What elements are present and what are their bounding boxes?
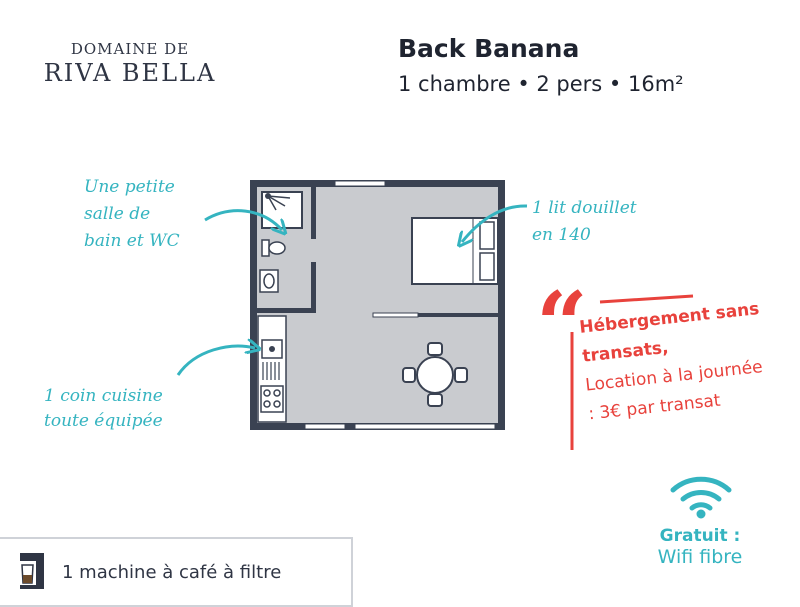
footer-text: 1 machine à café à filtre bbox=[62, 562, 282, 583]
bed-icon bbox=[411, 217, 499, 285]
wifi-icon bbox=[670, 476, 732, 519]
wifi-block: Gratuit : Wifi fibre bbox=[645, 470, 755, 568]
page-subtitle: 1 chambre • 2 pers • 16m² bbox=[398, 72, 684, 96]
kitchen-counter bbox=[257, 315, 287, 423]
wifi-label: Gratuit : bbox=[659, 526, 741, 546]
sink-icon bbox=[259, 269, 279, 293]
annotation-line: Une petite bbox=[84, 177, 175, 197]
annotation-line: 1 coin cuisine bbox=[44, 386, 163, 406]
logo-top: DOMAINE DE bbox=[70, 40, 190, 58]
annotation-line: en 140 bbox=[532, 225, 591, 245]
annotation-line: bain et WC bbox=[84, 231, 180, 251]
logo-main: RIVA BELLA bbox=[43, 59, 217, 87]
quote-line bbox=[599, 294, 694, 304]
quote-icon: “ bbox=[536, 272, 588, 378]
windows bbox=[304, 180, 496, 430]
arrow-icon bbox=[204, 209, 282, 230]
annotation-line: 1 lit douillet bbox=[532, 198, 637, 218]
interior-walls bbox=[257, 187, 498, 317]
sliding-door bbox=[372, 312, 419, 318]
page-title: Back Banana bbox=[398, 34, 580, 63]
footer-amenity: 1 machine à café à filtre bbox=[0, 537, 353, 607]
arrow-icon bbox=[462, 204, 528, 242]
wifi-sub: Wifi fibre bbox=[657, 546, 743, 568]
annotation-line: salle de bbox=[84, 204, 151, 224]
annotation-bathroom: Une petite salle de bain et WC bbox=[84, 174, 180, 255]
toilet-icon bbox=[261, 239, 286, 257]
annotation-kitchen: 1 coin cuisine toute équipée bbox=[44, 384, 163, 434]
promo-block: Hébergement sans transats, Location à la… bbox=[578, 292, 800, 430]
dining-table-icon bbox=[402, 342, 468, 407]
annotation-line: toute équipée bbox=[44, 411, 163, 431]
coffee-machine-icon bbox=[20, 553, 44, 589]
logo: DOMAINE DE RIVA BELLA bbox=[40, 40, 220, 87]
annotation-bed: 1 lit douillet en 140 bbox=[532, 195, 637, 249]
arrow-icon bbox=[176, 346, 255, 376]
